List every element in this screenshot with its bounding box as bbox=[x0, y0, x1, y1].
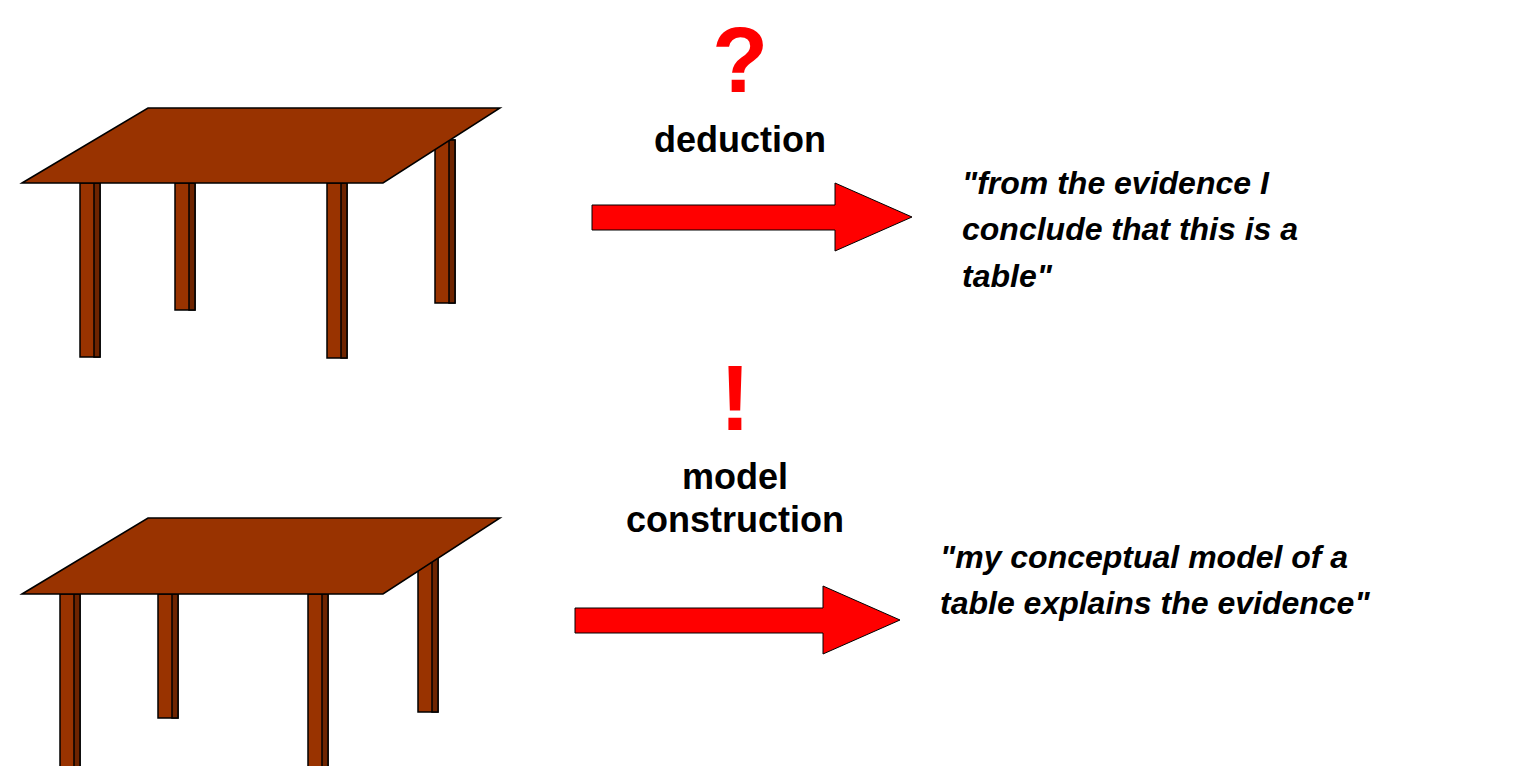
table-leg-side bbox=[449, 140, 455, 303]
block-arrow bbox=[575, 586, 900, 654]
exclamation-mark: ! bbox=[685, 352, 785, 444]
table-leg-side bbox=[74, 594, 80, 766]
table-leg-side bbox=[189, 183, 195, 310]
table-leg bbox=[175, 183, 195, 310]
table-leg-side bbox=[94, 183, 100, 357]
step-label: deduction bbox=[600, 118, 880, 161]
question-mark: ? bbox=[690, 14, 790, 106]
table-leg-side bbox=[322, 594, 328, 766]
table-leg bbox=[418, 550, 438, 712]
table-leg bbox=[308, 594, 328, 766]
table-top bbox=[22, 108, 500, 183]
table-leg-side bbox=[432, 550, 438, 712]
step-label: model construction bbox=[605, 455, 865, 541]
table-top bbox=[22, 518, 500, 594]
table-illustration bbox=[22, 108, 500, 358]
table-leg bbox=[327, 183, 347, 358]
quote-text: "from the evidence I conclude that this … bbox=[962, 160, 1342, 299]
table-illustration bbox=[22, 518, 500, 766]
table-leg bbox=[158, 594, 178, 718]
table-leg bbox=[60, 594, 80, 766]
quote-text: "my conceptual model of a table explains… bbox=[940, 534, 1380, 627]
table-leg bbox=[80, 183, 100, 357]
table-leg-side bbox=[341, 183, 347, 358]
table-leg bbox=[435, 140, 455, 303]
table-leg-side bbox=[172, 594, 178, 718]
block-arrow bbox=[592, 183, 912, 251]
